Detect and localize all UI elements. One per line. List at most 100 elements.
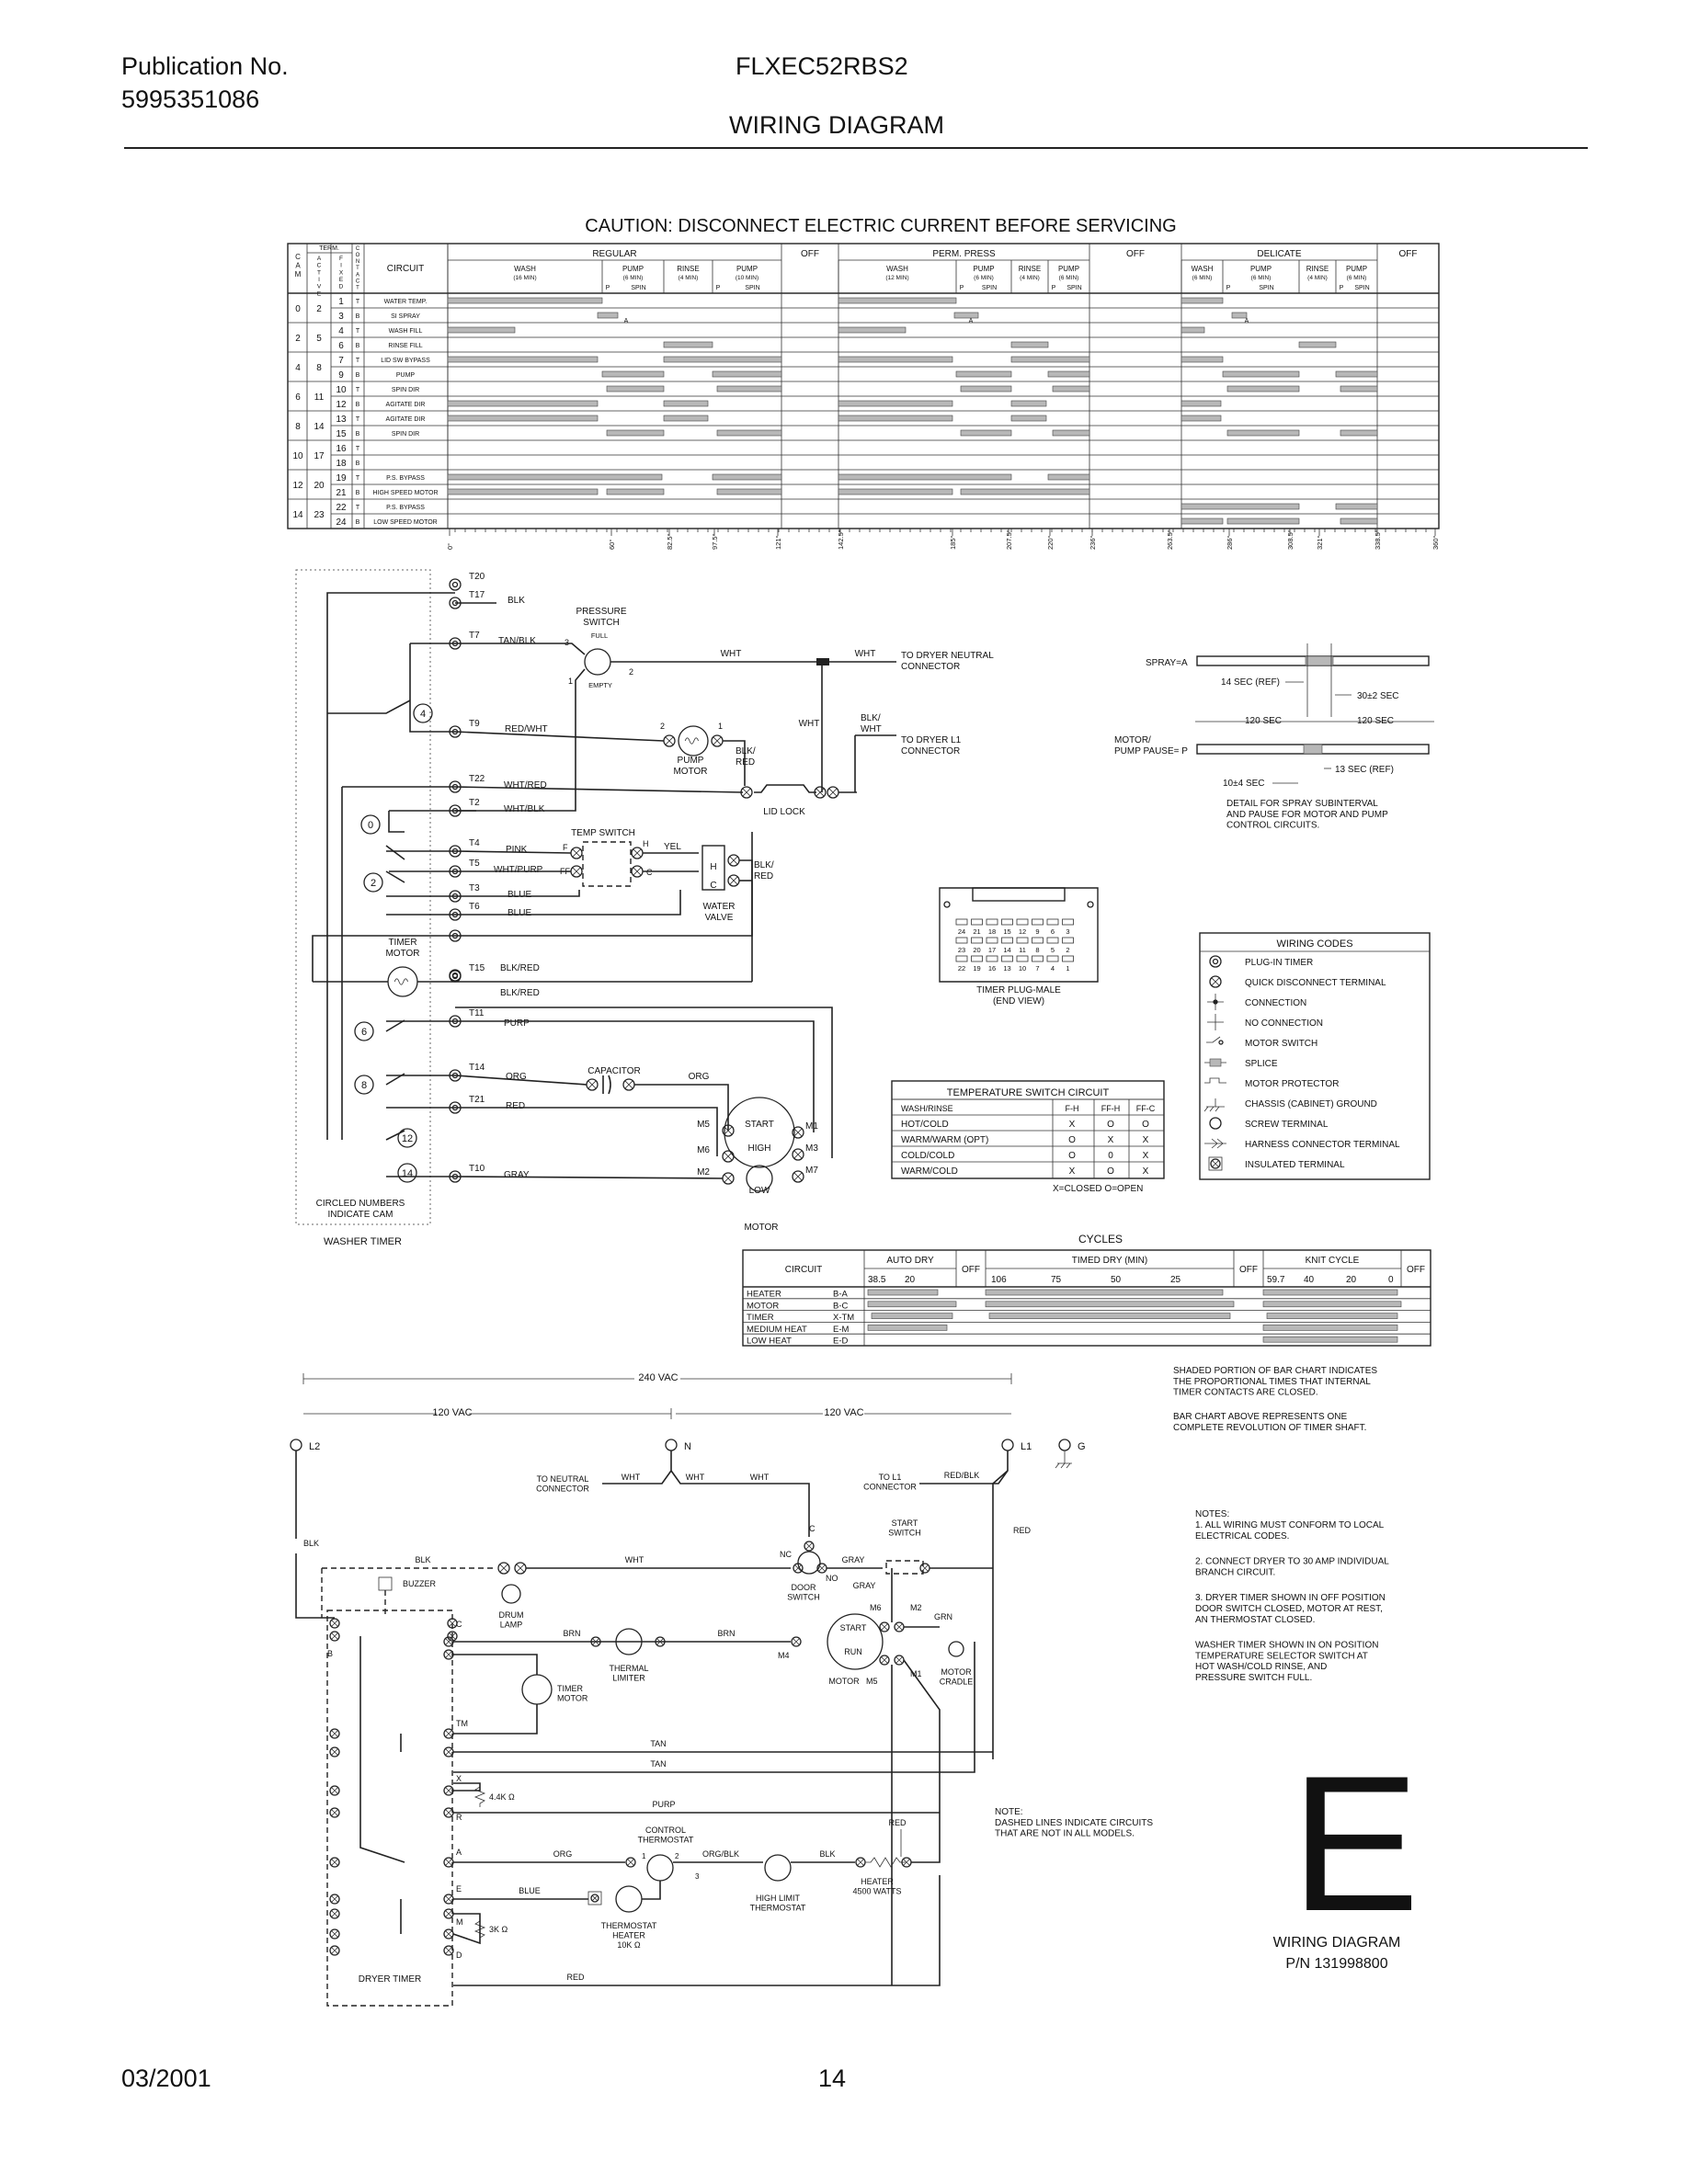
wire (454, 786, 744, 793)
contact-closed-bar (716, 488, 782, 495)
to-neutral-label: TO NEUTRAL (537, 1474, 589, 1484)
contact-closed-bar (606, 488, 665, 495)
plug-pin-number: 19 (973, 964, 980, 973)
quick-disconnect-icon (724, 1174, 733, 1183)
screw-terminal-icon (1001, 1439, 1014, 1451)
quick-disconnect-icon (449, 1620, 456, 1627)
plug-pin (1001, 937, 1013, 944)
circuit-name: P.S. BYPASS (386, 475, 425, 482)
quick-disconnect-icon (445, 1730, 452, 1737)
quick-disconnect-icon (791, 1636, 802, 1647)
contact-closed-bar (838, 326, 907, 334)
wire-label: YEL (664, 842, 681, 852)
wiring-codes-frame (1199, 932, 1431, 1180)
circuit-name: SPIN DIR (392, 431, 419, 438)
fixed-terminal: 1 (338, 297, 344, 307)
note-item: ELECTRICAL CODES. (1195, 1531, 1289, 1541)
contact-closed-bar (1010, 341, 1049, 348)
active-terminal: 2 (316, 304, 322, 314)
dryer-motor-icon (827, 1613, 884, 1670)
wire (634, 1084, 729, 1131)
contact-header: C (356, 279, 360, 284)
timed-dry-header: TIMED DRY (MIN) (1072, 1256, 1147, 1266)
wire (452, 1913, 481, 1945)
subinterval-time: (6 MIN) (974, 275, 994, 281)
timer-terminal-label: T3 (469, 883, 480, 893)
plug-in-timer-icon (449, 969, 462, 982)
contact-closed-bar (1231, 312, 1248, 319)
plug-pin-number: 21 (973, 927, 980, 936)
cam-number: 4 (420, 709, 426, 720)
wire (723, 740, 746, 786)
wire-label: BLK (303, 1539, 319, 1548)
contact-closed-bar (955, 370, 1012, 378)
dryer-circuit-code: E-D (833, 1337, 849, 1347)
wire-label: ORG/BLK (702, 1849, 739, 1859)
plug-hole (943, 901, 951, 908)
circuit-name: SI SPRAY (391, 313, 420, 320)
washer-timer-boundary (295, 569, 431, 1225)
wire (455, 890, 580, 897)
contact-closed-bar (1226, 385, 1300, 392)
timed-dry-tick: 50 (1111, 1275, 1122, 1285)
plug-pin (1032, 937, 1044, 944)
contact-position: T (356, 416, 360, 423)
contact-position: B (356, 431, 360, 438)
active-terminal: 8 (316, 363, 322, 373)
wire-label: BLUE (508, 908, 531, 918)
fixed-header: F (339, 256, 343, 262)
spray-sec120: 120 SEC (1245, 716, 1282, 726)
temp-switch-icon (582, 841, 632, 887)
quick-disconnect-icon (445, 1809, 452, 1816)
quick-disconnect-icon (818, 1564, 826, 1572)
knit-cycle-header: KNIT CYCLE (1306, 1256, 1360, 1266)
quick-disconnect-icon (624, 1080, 633, 1089)
quick-disconnect-icon (881, 1656, 888, 1664)
wiring-code-label: INSULATED TERMINAL (1245, 1160, 1345, 1170)
to-neutral-label: CONNECTOR (536, 1484, 589, 1494)
fixed-terminal: 10 (336, 385, 347, 395)
wire-label: BLK/ (736, 746, 756, 756)
wire-label: RED (1013, 1526, 1032, 1535)
dryer-timer-motor-label: MOTOR (557, 1694, 588, 1703)
temp-table-cell: X (1143, 1151, 1149, 1161)
contact-closed-bar (716, 429, 782, 437)
note-item: 2. CONNECT DRYER TO 30 AMP INDIVIDUAL (1195, 1557, 1389, 1567)
circuit-name: AGITATE DIR (386, 402, 426, 408)
temp-table-cell: 0 (1108, 1151, 1113, 1161)
harness-connector-icon (1204, 1138, 1226, 1149)
degree-label: 185° (949, 535, 957, 550)
quick-disconnect-icon (590, 1636, 601, 1647)
quick-disconnect-icon (724, 1152, 733, 1161)
contact-closed-bar (1340, 385, 1378, 392)
temp-table-cell: O (1107, 1120, 1114, 1130)
pressure-switch-icon (584, 648, 611, 676)
contact-closed-bar (1010, 400, 1047, 407)
timer-terminal-label: T11 (469, 1008, 485, 1018)
fixed-terminal: 19 (336, 473, 347, 483)
notes: NOTES:1. ALL WIRING MUST CONFORM TO LOCA… (1195, 1509, 1389, 1683)
wire (739, 859, 753, 982)
cam-number: 12 (292, 481, 303, 491)
fixed-header: D (339, 284, 344, 290)
wire-label: BLUE (508, 890, 531, 900)
wiring-code-label: CONNECTION (1245, 998, 1306, 1008)
motor-high-label: HIGH (748, 1143, 771, 1154)
pause-label: P (716, 285, 721, 291)
note-item: PRESSURE SWITCH FULL. (1195, 1673, 1312, 1683)
cam-number-icon (354, 1021, 374, 1041)
screw-terminal-icon (1209, 1117, 1222, 1130)
timer-motor-label: MOTOR (385, 949, 419, 959)
motor-switch-icon (1206, 1036, 1224, 1045)
dryer-timer-terminal: B (327, 1649, 333, 1658)
quick-disconnect-icon (445, 1748, 452, 1756)
subinterval-name: RINSE (677, 265, 699, 273)
wire-label: ORG (553, 1849, 573, 1859)
active-terminal: 14 (314, 422, 325, 432)
quick-disconnect-icon (331, 1620, 338, 1627)
timer-terminal-label: T7 (469, 631, 480, 641)
timer-terminal-label: T14 (469, 1063, 485, 1073)
quick-disconnect-icon (713, 736, 722, 745)
publication-number: 5995351086 (121, 85, 260, 113)
subinterval-name: PUMP (1250, 265, 1272, 273)
